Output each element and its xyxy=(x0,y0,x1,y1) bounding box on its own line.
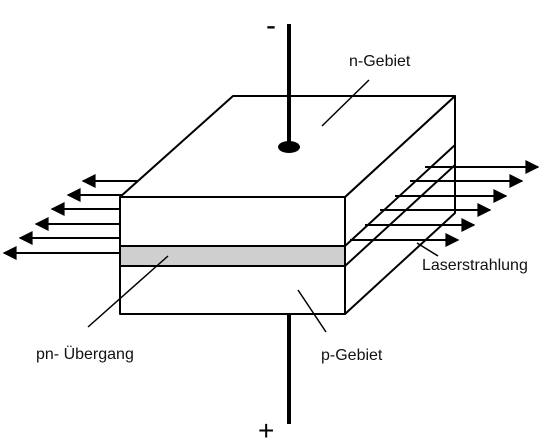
n-region-leader xyxy=(321,79,370,127)
top-contact-dot xyxy=(278,141,300,153)
junction-layer xyxy=(119,245,346,267)
laser-leader xyxy=(416,242,439,257)
junction-label: pn- Übergang xyxy=(36,345,134,363)
plus-sign: + xyxy=(258,415,274,446)
semiconductor-block xyxy=(119,95,456,315)
laser-label: Laserstrahlung xyxy=(422,257,528,274)
n-region-label: n-Gebiet xyxy=(349,53,411,70)
electrodes xyxy=(278,24,300,424)
p-region-label: p-Gebiet xyxy=(321,347,383,364)
right-laser-arrows xyxy=(350,160,540,247)
junction-leader xyxy=(87,255,169,328)
label-leaders xyxy=(87,79,439,333)
p-region-leader xyxy=(297,289,327,333)
minus-sign: - xyxy=(266,9,276,42)
